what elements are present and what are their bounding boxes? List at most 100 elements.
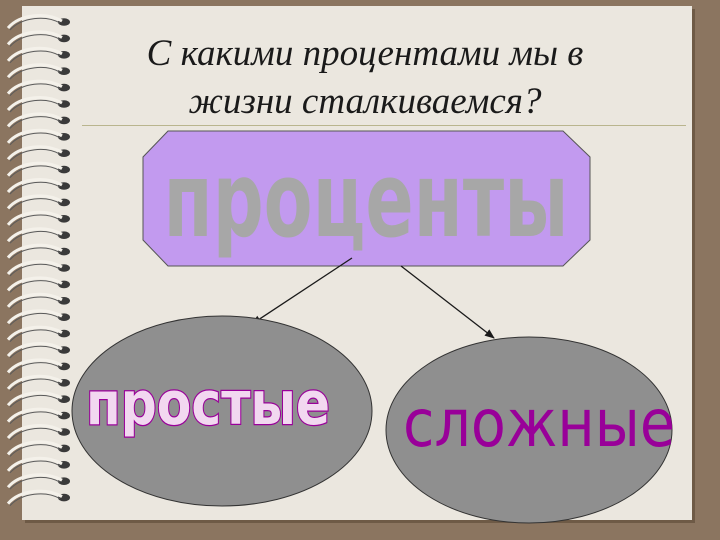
- spiral-wire-shadow: [9, 230, 61, 244]
- spiral-wire-shadow: [9, 280, 61, 293]
- spiral-wire-shadow: [9, 99, 61, 113]
- title-underline: [82, 125, 686, 126]
- spiral-wire-shadow: [9, 378, 61, 392]
- spiral-wire: [6, 358, 63, 374]
- root-node: проценты: [142, 130, 591, 267]
- spiral-wire: [6, 112, 63, 128]
- spiral-wire-shadow: [9, 50, 61, 64]
- spiral-ring: [6, 260, 70, 277]
- spiral-wire: [6, 489, 63, 505]
- spiral-wire: [6, 374, 63, 390]
- spiral-wire-shadow: [9, 66, 61, 80]
- simple-node: простые: [71, 315, 373, 507]
- spiral-wire-shadow: [9, 132, 61, 146]
- spiral-wire: [6, 309, 63, 325]
- spiral-ring: [6, 325, 70, 342]
- title-line-1: С какими процентами мы в: [146, 33, 584, 74]
- spiral-wire-shadow: [9, 296, 61, 310]
- spiral-wire: [6, 473, 63, 489]
- spiral-wire-shadow: [9, 263, 61, 277]
- spiral-wire-shadow: [9, 214, 61, 228]
- spiral-ring: [6, 210, 70, 228]
- simple-node-shape: [71, 315, 373, 507]
- spiral-wire-shadow: [9, 345, 61, 359]
- spiral-wire: [6, 292, 63, 308]
- spiral-wire: [6, 63, 63, 79]
- spiral-wire: [6, 46, 63, 62]
- spiral-ring: [6, 128, 70, 146]
- spiral-ring: [6, 30, 70, 47]
- spiral-wire: [6, 407, 63, 423]
- spiral-wire: [6, 128, 63, 144]
- spiral-wire: [6, 243, 63, 259]
- spiral-ring: [6, 309, 70, 326]
- spiral-wire: [6, 260, 63, 276]
- spiral-wire-shadow: [9, 148, 61, 162]
- spiral-wire: [6, 145, 63, 161]
- spiral-ring: [6, 243, 70, 260]
- spiral-ring: [6, 178, 70, 195]
- spiral-ring: [6, 489, 70, 506]
- spiral-wire: [6, 14, 63, 30]
- spiral-wire-shadow: [9, 394, 61, 408]
- spiral-wire: [6, 79, 63, 95]
- spiral-ring: [6, 227, 70, 244]
- slide-title: С какими процентами мы в жизни сталкивае…: [95, 30, 635, 126]
- compound-node-label: сложные: [403, 385, 675, 462]
- spiral-wire: [6, 456, 63, 472]
- spiral-wire: [6, 96, 63, 112]
- spiral-wire-shadow: [9, 247, 61, 260]
- compound-node: сложные: [385, 336, 675, 524]
- simple-node-label: простые: [86, 369, 330, 439]
- spiral-wire: [6, 440, 63, 456]
- compound-node-shape: [385, 336, 673, 524]
- spiral-ring: [6, 440, 70, 457]
- spiral-ring: [6, 391, 70, 408]
- spiral-wire-shadow: [9, 476, 61, 490]
- spiral-wire: [6, 391, 63, 407]
- spiral-wire-shadow: [9, 460, 61, 474]
- spiral-ring: [6, 374, 70, 392]
- spiral-wire-shadow: [9, 329, 61, 342]
- spiral-ring: [6, 424, 70, 441]
- spiral-wire: [6, 194, 63, 210]
- spiral-wire-shadow: [9, 312, 61, 326]
- title-line-2: жизни сталкиваемся?: [188, 81, 542, 122]
- spiral-wire: [6, 227, 63, 243]
- spiral-wire: [6, 30, 63, 46]
- root-node-label: проценты: [164, 139, 569, 261]
- spiral-wire-shadow: [9, 427, 61, 441]
- spiral-ring: [6, 161, 70, 178]
- spiral-wire-shadow: [9, 165, 61, 178]
- spiral-wire: [6, 342, 63, 358]
- spiral-ring: [6, 342, 70, 359]
- spiral-wire: [6, 178, 63, 194]
- spiral-wire-shadow: [9, 116, 61, 129]
- spiral-ring: [6, 63, 70, 80]
- spiral-ring: [6, 292, 70, 310]
- spiral-wire: [6, 161, 63, 177]
- spiral-wire: [6, 276, 63, 292]
- spiral-wire-shadow: [9, 198, 61, 211]
- spiral-wire: [6, 325, 63, 341]
- spiral-wire-shadow: [9, 17, 61, 31]
- spiral-wire-shadow: [9, 34, 61, 47]
- arrow-to-compound: [400, 265, 495, 339]
- spiral-ring: [6, 46, 70, 64]
- arrow-to-simple: [251, 257, 353, 325]
- spiral-wire-shadow: [9, 493, 61, 506]
- spiral-wire-shadow: [9, 411, 61, 424]
- spiral-ring: [6, 96, 70, 113]
- spiral-ring: [6, 358, 70, 375]
- spiral-ring: [6, 456, 70, 474]
- spiral-wire-shadow: [9, 444, 61, 457]
- root-node-shape: [142, 130, 591, 267]
- spiral-wire-shadow: [9, 362, 61, 375]
- spiral-ring: [6, 79, 70, 96]
- spiral-wire-shadow: [9, 83, 61, 96]
- spiral-ring: [6, 473, 70, 490]
- spiral-ring: [6, 145, 70, 162]
